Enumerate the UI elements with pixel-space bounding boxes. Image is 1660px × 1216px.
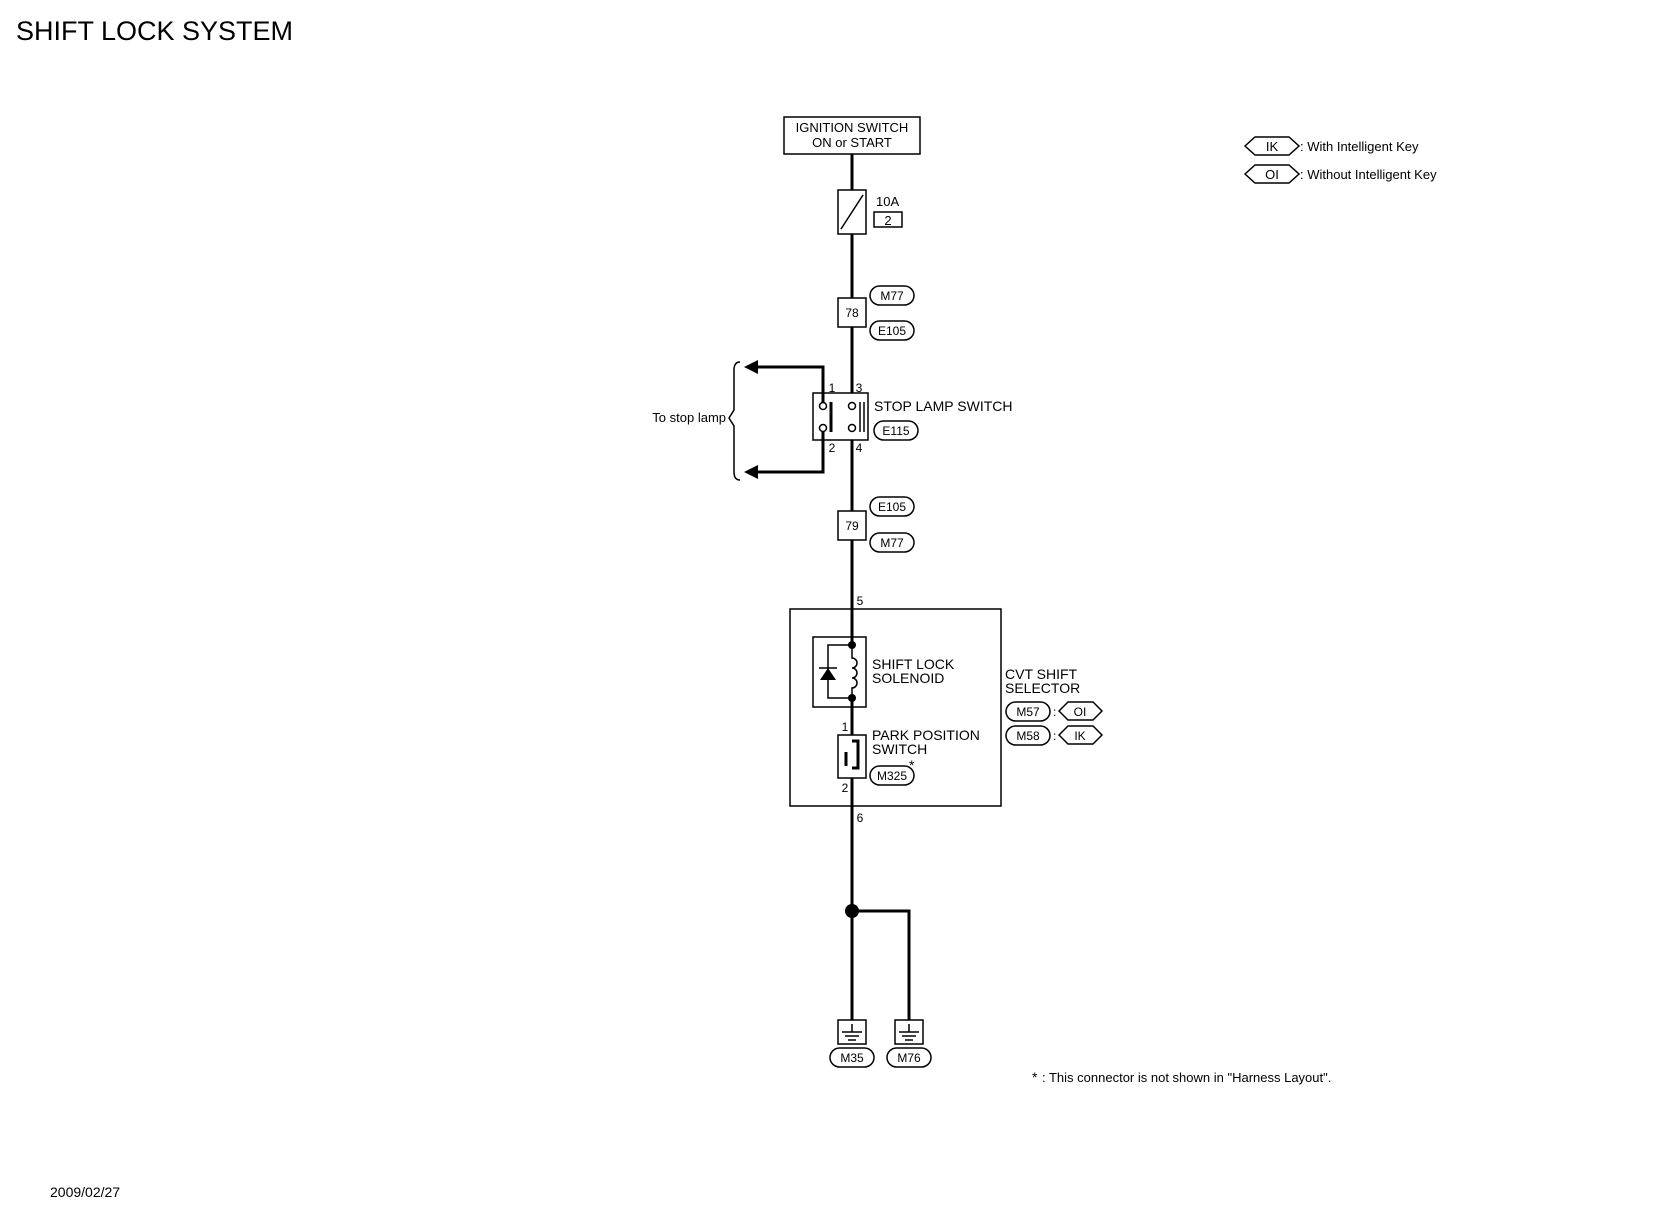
asterisk-mark: * xyxy=(1032,1069,1038,1085)
joint-connector-78: 78 M77 E105 xyxy=(837,285,915,341)
legend-item-ik: IK : With Intelligent Key xyxy=(1243,136,1419,156)
connector-tag: M77 xyxy=(880,289,904,303)
pin-number: 5 xyxy=(857,594,864,608)
ignition-switch-box: IGNITION SWITCH ON or START xyxy=(783,116,921,155)
stop-lamp-switch: 1 3 2 4 STOP LAMP SWITCH E115 xyxy=(812,381,1012,455)
variant-code: OI xyxy=(1074,705,1087,719)
date-stamp: 2009/02/27 xyxy=(50,1184,120,1200)
connector-tag: E105 xyxy=(878,324,906,338)
stop-lamp-branches: To stop lamp xyxy=(652,360,825,481)
pin-number: 2 xyxy=(842,781,849,795)
fuse-number: 2 xyxy=(884,213,891,228)
cvt-shift-selector: 5 6 CVT SHIFT SELECTOR M57 : OI M58 : IK xyxy=(789,594,1104,825)
footnote-text: : This connector is not shown in "Harnes… xyxy=(1042,1070,1331,1085)
fuse-rating: 10A xyxy=(876,194,899,209)
footnote: * : This connector is not shown in "Harn… xyxy=(1032,1069,1331,1085)
connector-tag: M35 xyxy=(840,1051,864,1065)
component-label: PARK POSITION xyxy=(872,727,980,743)
to-stop-lamp-label: To stop lamp xyxy=(652,410,726,425)
svg-text:78: 78 xyxy=(845,306,859,320)
component-label: SHIFT LOCK xyxy=(872,656,955,672)
svg-text:IGNITION SWITCH: IGNITION SWITCH xyxy=(796,120,909,135)
svg-text::: : xyxy=(1053,729,1056,743)
svg-text::: : xyxy=(1053,705,1056,719)
ground-m35: M35 xyxy=(829,1019,875,1068)
connector-tag: M58 xyxy=(1016,729,1040,743)
park-position-switch: 1 2 PARK POSITION SWITCH M325 * xyxy=(837,720,980,795)
joint-connector-79: 79 E105 M77 xyxy=(837,496,915,553)
page-title: SHIFT LOCK SYSTEM xyxy=(16,16,293,46)
svg-text:ON or START: ON or START xyxy=(812,135,892,150)
legend-item-oi: OI : Without Intelligent Key xyxy=(1243,164,1437,184)
ground-m76: M76 xyxy=(886,1019,932,1068)
selector-label: CVT SHIFT xyxy=(1005,666,1078,682)
legend-code: IK xyxy=(1266,139,1279,154)
pin-number: 1 xyxy=(829,381,836,395)
asterisk-mark: * xyxy=(909,757,915,773)
component-label: SOLENOID xyxy=(872,670,944,686)
pin-number: 6 xyxy=(857,811,864,825)
shift-lock-solenoid: SHIFT LOCK SOLENOID xyxy=(812,636,955,708)
connector-tag: M77 xyxy=(880,536,904,550)
pin-number: 2 xyxy=(829,441,836,455)
pin-number: 1 xyxy=(842,720,849,734)
legend-text: : With Intelligent Key xyxy=(1300,139,1419,154)
connector-tag: M57 xyxy=(1016,705,1040,719)
connector-tag: E105 xyxy=(878,500,906,514)
component-label: STOP LAMP SWITCH xyxy=(874,398,1012,414)
ground-splice xyxy=(845,904,911,1020)
svg-text:79: 79 xyxy=(845,519,859,533)
component-label: SWITCH xyxy=(872,741,927,757)
pin-number: 3 xyxy=(856,381,863,395)
legend-text: : Without Intelligent Key xyxy=(1300,167,1437,182)
variant-code: IK xyxy=(1074,729,1085,743)
connector-tag: M325 xyxy=(877,769,907,783)
selector-label: SELECTOR xyxy=(1005,680,1080,696)
connector-tag: E115 xyxy=(882,424,909,438)
legend: IK : With Intelligent Key OI : Without I… xyxy=(1243,136,1437,184)
connector-tag: M76 xyxy=(897,1051,921,1065)
fuse: 10A 2 xyxy=(837,189,903,235)
legend-code: OI xyxy=(1265,167,1279,182)
pin-number: 4 xyxy=(856,441,863,455)
